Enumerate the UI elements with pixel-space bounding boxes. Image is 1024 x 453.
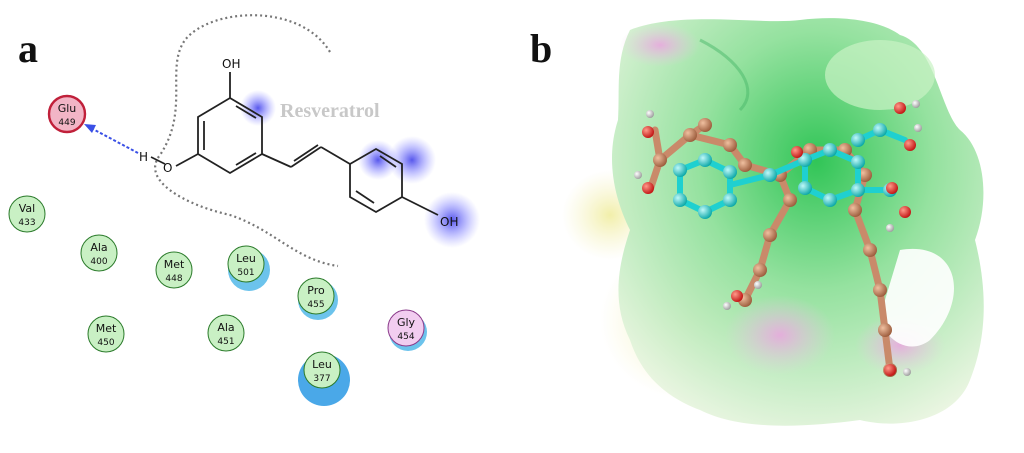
residue-code: Ala xyxy=(90,241,107,254)
residue-number: 455 xyxy=(307,300,324,310)
exposure-halo xyxy=(388,136,436,184)
hbond-arrowhead xyxy=(84,124,96,133)
panel-a-label: a xyxy=(18,26,38,71)
atom-oh-top: OH xyxy=(222,57,240,71)
residue-number: 433 xyxy=(18,218,35,228)
residue-met450: Met 450 xyxy=(87,315,125,353)
atom-oh-right: OH xyxy=(440,215,458,229)
residue-number: 451 xyxy=(217,337,234,347)
panel-b-label: b xyxy=(530,26,552,71)
residue-glu449: Glu 449 xyxy=(47,94,87,134)
residue-val433: Val 433 xyxy=(8,195,46,233)
residue-code: Val xyxy=(19,202,35,215)
residue-number: 501 xyxy=(237,268,254,278)
residue-number: 454 xyxy=(397,332,414,342)
residue-code: Leu xyxy=(236,252,256,265)
residue-code: Ala xyxy=(217,321,234,334)
residue-leu377: Leu 377 xyxy=(298,351,350,406)
residue-number: 400 xyxy=(90,257,107,267)
residue-code: Pro xyxy=(307,284,325,297)
ligand-name: Resveratrol xyxy=(280,100,380,122)
atom-h-left: H xyxy=(139,150,148,164)
residue-code: Met xyxy=(164,258,185,271)
exposure-halo xyxy=(240,90,276,126)
residue-ala451: Ala 451 xyxy=(207,314,245,352)
ligand-pose-brown xyxy=(646,118,897,377)
hetero-atoms xyxy=(634,100,922,376)
atom-o-left: O xyxy=(163,161,172,175)
residue-pro455: Pro 455 xyxy=(297,277,338,320)
residue-number: 450 xyxy=(97,338,114,348)
hbond-arrow xyxy=(90,127,139,154)
exposure-halo xyxy=(424,192,480,248)
residue-number: 448 xyxy=(165,274,182,284)
residue-code: Glu xyxy=(58,102,77,115)
residue-number: 449 xyxy=(58,118,75,128)
residue-code: Met xyxy=(96,322,117,335)
oh-bond xyxy=(150,156,166,165)
pocket-outline xyxy=(154,14,339,268)
residue-gly454: Gly 454 xyxy=(387,309,427,351)
ligand-pose-cyan xyxy=(673,123,908,219)
residue-ala400: Ala 400 xyxy=(80,234,118,272)
panel-b: b xyxy=(530,18,984,426)
residue-met448: Met 448 xyxy=(155,251,193,289)
panel-a: a O xyxy=(8,14,480,406)
residue-code: Leu xyxy=(312,358,332,371)
protein-surface xyxy=(562,18,984,426)
resveratrol-structure xyxy=(175,72,439,216)
residue-code: Gly xyxy=(397,316,416,329)
residue-leu501: Leu 501 xyxy=(227,245,270,291)
residue-number: 377 xyxy=(313,374,330,384)
exposure-halo xyxy=(358,140,398,180)
